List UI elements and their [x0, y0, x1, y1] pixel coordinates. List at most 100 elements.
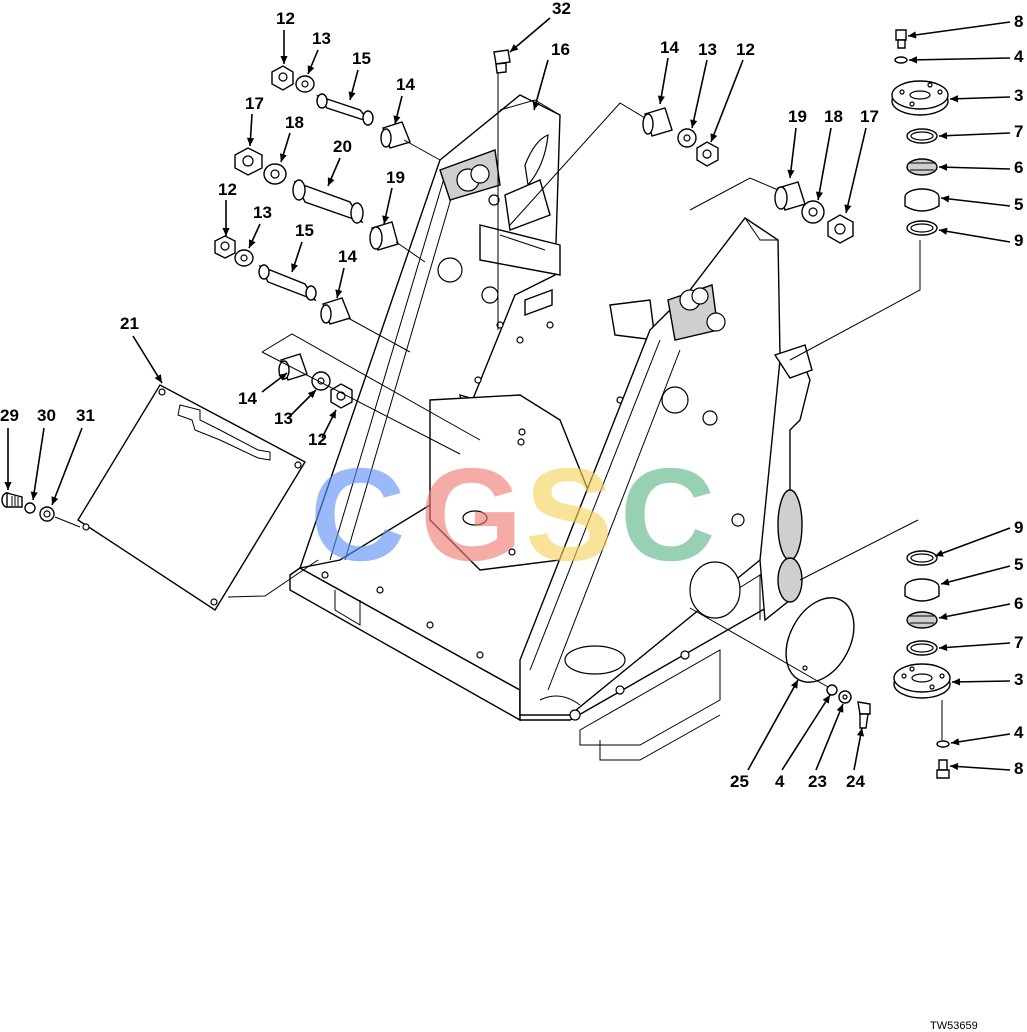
- leader-arrowhead: [939, 132, 948, 140]
- leader-line: [51, 427, 83, 506]
- leader-arrowhead: [246, 137, 255, 146]
- leader-arrowhead: [939, 227, 948, 235]
- leader-line: [908, 57, 1011, 61]
- leader-arrowhead: [941, 578, 950, 586]
- leader-line: [907, 21, 1011, 37]
- callout-label: 29: [0, 406, 19, 425]
- callout-label: 12: [736, 40, 755, 59]
- callout-label: 14: [238, 389, 257, 408]
- callout-label: 12: [276, 9, 295, 28]
- leader-arrowhead: [280, 56, 288, 64]
- leader-line: [781, 694, 831, 771]
- leader-line: [938, 229, 1011, 243]
- callout-label: 17: [245, 94, 264, 113]
- pin-and-bushing-set-right-lower: [689, 177, 854, 244]
- leader-line: [817, 127, 832, 201]
- leader-line: [845, 127, 867, 214]
- callout-label: 5: [1014, 555, 1023, 574]
- callout-label: 6: [1014, 594, 1023, 613]
- watermark: C G S C: [310, 441, 715, 588]
- leader-arrowhead: [327, 177, 335, 186]
- leader-arrowhead: [532, 101, 540, 110]
- leader-arrowhead: [222, 228, 230, 236]
- leader-arrowhead: [393, 115, 401, 124]
- callout-label: 30: [37, 406, 56, 425]
- leader-line: [938, 166, 1011, 170]
- leader-arrowhead: [348, 91, 356, 100]
- leader-arrowhead: [657, 95, 665, 104]
- callout-label: 19: [386, 168, 405, 187]
- leader-arrowhead: [307, 390, 316, 399]
- leader-arrowhead: [950, 762, 959, 771]
- callout-label: 5: [1014, 195, 1023, 214]
- leader-line: [789, 127, 797, 179]
- callout-label: 25: [730, 772, 749, 791]
- leader-arrowhead: [710, 133, 718, 142]
- callout-label: 14: [396, 75, 415, 94]
- leader-arrowhead: [939, 643, 948, 652]
- leader-arrowhead: [249, 239, 256, 248]
- leader-line: [950, 733, 1011, 744]
- pin-and-bushing-set-lower: [261, 333, 481, 455]
- callout-label: 8: [1014, 759, 1023, 778]
- callout-label: 13: [253, 203, 272, 222]
- pin-and-bushing-set-right: [509, 102, 719, 226]
- leader-line: [509, 17, 551, 53]
- leader-arrowhead: [815, 191, 823, 200]
- leader-arrowhead: [908, 31, 917, 39]
- callout-label: 18: [824, 107, 843, 126]
- leader-arrowhead: [279, 153, 287, 162]
- leader-line: [938, 132, 1011, 137]
- callout-label: 8: [1014, 12, 1023, 31]
- leader-line: [938, 603, 1011, 619]
- callout-label: 3: [1014, 86, 1023, 105]
- callout-label: 14: [338, 247, 357, 266]
- leader-arrowhead: [836, 704, 844, 713]
- leader-arrowhead: [510, 44, 519, 52]
- leader-lines: [4, 17, 1011, 771]
- callout-label: 20: [333, 137, 352, 156]
- watermark-letter: G: [420, 441, 523, 588]
- bolt-washer-set-left: [1, 492, 81, 528]
- callout-label: 3: [1014, 670, 1023, 689]
- callout-label: 4: [775, 772, 785, 791]
- frame-assembly: [289, 94, 813, 761]
- leader-line: [949, 96, 1011, 100]
- callout-label: 4: [1014, 47, 1024, 66]
- watermark-letter: C: [310, 441, 405, 588]
- callout-label: 31: [76, 406, 95, 425]
- callout-label: 17: [860, 107, 879, 126]
- leader-line: [815, 703, 844, 771]
- leader-arrowhead: [690, 119, 698, 128]
- callout-label: 15: [295, 221, 314, 240]
- grease-fitting-32: [493, 49, 511, 330]
- leader-line: [32, 427, 45, 501]
- leader-arrowhead: [790, 680, 798, 689]
- leader-arrowhead: [278, 373, 287, 381]
- callout-label: 24: [846, 772, 865, 791]
- leader-arrowhead: [952, 678, 961, 686]
- leader-arrowhead: [941, 195, 950, 203]
- leader-arrowhead: [844, 204, 852, 213]
- lower-bearing-stack: [799, 519, 951, 779]
- leader-arrowhead: [939, 163, 948, 171]
- leader-line: [691, 59, 708, 129]
- callout-label: 7: [1014, 122, 1023, 141]
- callout-labels: 32 12 13 15 14 16 14 13 12 17 18 20 19 1…: [0, 0, 1024, 791]
- callout-label: 6: [1014, 158, 1023, 177]
- callout-label: 21: [120, 314, 139, 333]
- watermark-letter: S: [525, 441, 613, 588]
- leader-arrowhead: [307, 65, 315, 74]
- leader-arrowhead: [951, 738, 960, 746]
- callout-label: 13: [312, 29, 331, 48]
- callout-label: 32: [552, 0, 571, 18]
- leader-arrowhead: [291, 263, 298, 272]
- cover-plate-21: [77, 384, 319, 611]
- leader-line: [533, 59, 549, 111]
- leader-arrowhead: [950, 95, 959, 103]
- leader-arrowhead: [154, 374, 162, 383]
- leader-arrowhead: [329, 410, 336, 419]
- upper-bearing-stack: [789, 29, 949, 361]
- leader-arrowhead: [787, 169, 795, 178]
